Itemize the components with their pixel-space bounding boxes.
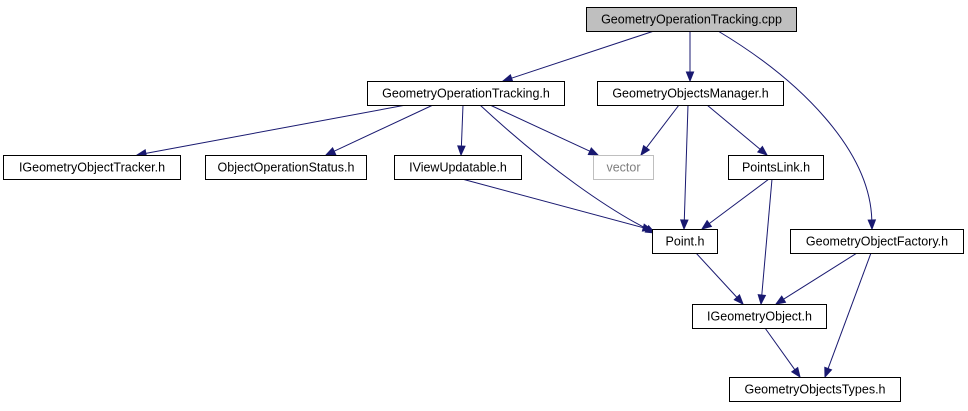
arrowhead-point_h-to-object_h xyxy=(733,294,744,305)
node-point-h[interactable]: Point.h xyxy=(652,229,718,254)
arrowhead-updatable_h-to-point_h xyxy=(641,223,654,232)
node-point-h-box xyxy=(652,229,718,254)
node-point-h-label: Point.h xyxy=(666,235,705,249)
node-vector-label: vector xyxy=(606,161,640,175)
arrowhead-object_h-to-types_h xyxy=(790,366,801,379)
arrowhead-factory_h-to-object_h xyxy=(774,295,787,305)
edge-updatable_h-to-point_h xyxy=(461,178,644,229)
node-geometry-objects-types-h[interactable]: GeometryObjectsTypes.h xyxy=(729,377,901,402)
node-igeometry-object-tracker-h-box xyxy=(3,155,181,180)
node-geometry-objects-manager-h-box xyxy=(597,81,784,106)
arrowhead-root-to-objects_manager_h xyxy=(685,71,695,83)
node-igeometry-object-h-label: IGeometryObject.h xyxy=(707,310,812,324)
node-root-cpp[interactable]: GeometryOperationTracking.cpp xyxy=(586,7,797,32)
node-iview-updatable-h[interactable]: IViewUpdatable.h xyxy=(394,155,522,180)
node-vector[interactable]: vector xyxy=(593,155,654,180)
node-root-cpp-label: GeometryOperationTracking.cpp xyxy=(601,13,782,27)
node-object-operation-status-h-box xyxy=(205,155,367,180)
edge-factory_h-to-types_h xyxy=(827,252,872,369)
node-object-operation-status-h[interactable]: ObjectOperationStatus.h xyxy=(205,155,367,180)
arrowhead-objects_manager_h-to-vector xyxy=(640,144,651,157)
edge-points_link_h-to-point_h xyxy=(708,178,770,225)
node-points-link-h-label: PointsLink.h xyxy=(742,161,810,175)
node-igeometry-object-h[interactable]: IGeometryObject.h xyxy=(692,304,827,329)
node-vector-box xyxy=(593,155,654,180)
edge-point_h-to-object_h xyxy=(695,252,738,298)
node-geometry-objects-types-h-label: GeometryObjectsTypes.h xyxy=(744,383,885,397)
arrowhead-objects_manager_h-to-point_h xyxy=(679,219,689,231)
edge-tracking_h-to-point_h xyxy=(479,104,648,230)
edge-tracking_h-to-status_h xyxy=(333,104,434,152)
node-root-cpp-box xyxy=(586,7,797,32)
arrowhead-root-to-factory_h xyxy=(867,219,877,231)
edge-objects_manager_h-to-vector xyxy=(646,104,680,149)
node-igeometry-object-h-box xyxy=(692,304,827,329)
arrowhead-points_link_h-to-point_h xyxy=(700,219,713,230)
node-geometry-object-factory-h-box xyxy=(790,229,964,254)
edge-root-to-factory_h xyxy=(717,30,873,221)
edge-objects_manager_h-to-point_h xyxy=(683,104,689,221)
edge-tracking_h-to-vector xyxy=(489,104,591,152)
node-geometry-objects-types-h-box xyxy=(729,377,901,402)
node-geometry-object-factory-h[interactable]: GeometryObjectFactory.h xyxy=(790,229,964,254)
edge-factory_h-to-object_h xyxy=(783,252,858,300)
arrowhead-factory_h-to-types_h xyxy=(824,366,833,379)
node-geometry-object-factory-h-label: GeometryObjectFactory.h xyxy=(806,235,948,249)
arrowhead-objects_manager_h-to-points_link_h xyxy=(756,145,769,156)
edge-points_link_h-to-object_h xyxy=(761,178,773,296)
edge-object_h-to-types_h xyxy=(764,327,796,370)
node-object-operation-status-h-label: ObjectOperationStatus.h xyxy=(218,161,355,175)
edge-tracking_h-to-tracker_h xyxy=(145,104,407,154)
node-igeometry-object-tracker-h[interactable]: IGeometryObjectTracker.h xyxy=(3,155,181,180)
edge-tracking_h-to-updatable_h xyxy=(460,104,464,147)
arrowhead-points_link_h-to-object_h xyxy=(757,294,767,306)
node-geometry-objects-manager-h-label: GeometryObjectsManager.h xyxy=(612,87,768,101)
node-geometry-objects-manager-h[interactable]: GeometryObjectsManager.h xyxy=(597,81,784,106)
edge-objects_manager_h-to-points_link_h xyxy=(706,104,761,150)
arrowhead-tracking_h-to-vector xyxy=(587,147,600,156)
arrowhead-root-to-tracking_h xyxy=(501,73,514,83)
node-geometry-operation-tracking-h-box xyxy=(367,81,565,106)
edge-root-to-tracking_h xyxy=(511,30,655,79)
node-geometry-operation-tracking-h-label: GeometryOperationTracking.h xyxy=(382,87,550,101)
node-points-link-h[interactable]: PointsLink.h xyxy=(728,155,824,180)
node-points-link-h-box xyxy=(728,155,824,180)
arrowhead-tracking_h-to-status_h xyxy=(324,147,337,156)
node-geometry-operation-tracking-h[interactable]: GeometryOperationTracking.h xyxy=(367,81,565,106)
arrowhead-tracking_h-to-updatable_h xyxy=(457,145,466,157)
node-igeometry-object-tracker-h-label: IGeometryObjectTracker.h xyxy=(19,161,165,175)
node-iview-updatable-h-label: IViewUpdatable.h xyxy=(409,161,507,175)
node-iview-updatable-h-box xyxy=(394,155,522,180)
